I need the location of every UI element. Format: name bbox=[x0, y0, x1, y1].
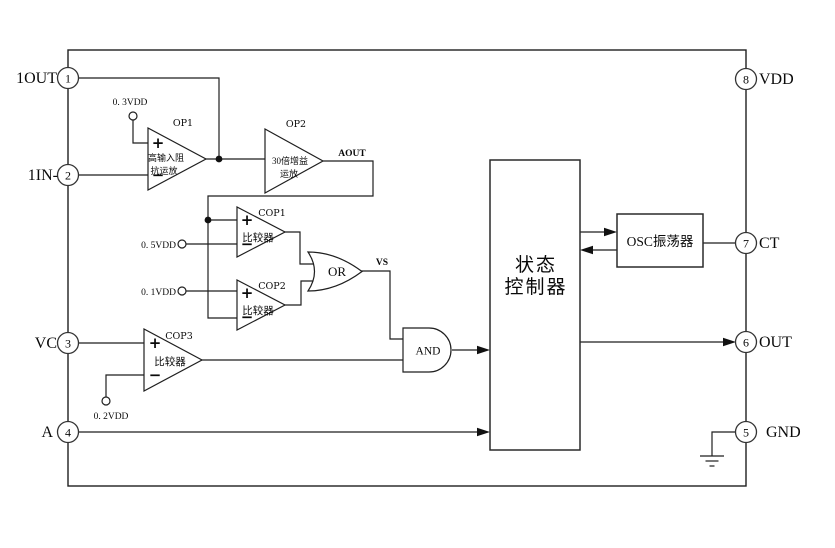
cop1-triangle bbox=[236, 206, 287, 258]
op2-desc-line1: 30倍增益 bbox=[272, 155, 308, 166]
cop2-name: COP2 bbox=[258, 281, 286, 292]
pin-4-circle bbox=[56, 420, 80, 444]
pin-out-label: OUT bbox=[759, 334, 792, 351]
pin-vdd-label: VDD bbox=[759, 71, 794, 88]
state-controller-box bbox=[489, 159, 581, 451]
wire-vref02-to-cop3 bbox=[105, 374, 145, 397]
vref05-label: 0. 5VDD bbox=[141, 241, 176, 251]
and-gate-shape bbox=[402, 327, 452, 373]
pin-5-circle bbox=[734, 420, 758, 444]
and-gate-label: AND bbox=[416, 346, 441, 358]
arrowheads bbox=[477, 227, 736, 437]
nodes bbox=[101, 111, 724, 467]
pin-6-number: 6 bbox=[743, 336, 749, 350]
wire-vref03-to-op1 bbox=[132, 120, 149, 144]
junction-dot-aout bbox=[204, 216, 212, 224]
op2-name: OP2 bbox=[286, 119, 306, 130]
ic-package-outline bbox=[67, 49, 747, 487]
pin-3-circle bbox=[56, 331, 80, 355]
arrow-osc-to-state-icon bbox=[580, 245, 593, 255]
op1-plus-icon: + bbox=[152, 134, 165, 152]
oscillator-label: OSC振荡器 bbox=[627, 234, 694, 249]
cop1-minus-icon: − bbox=[241, 235, 254, 253]
junction-dot-op1-out bbox=[215, 155, 223, 163]
pin-6-circle bbox=[734, 330, 758, 354]
cop2-minus-icon: − bbox=[241, 308, 254, 326]
vref01-label: 0. 1VDD bbox=[141, 288, 176, 298]
op1-desc-line1: 高输入阻 bbox=[148, 152, 184, 163]
cop3-plus-icon: + bbox=[149, 334, 162, 352]
cop3-desc: 比较器 bbox=[154, 355, 186, 368]
cop1-desc: 比较器 bbox=[242, 231, 274, 244]
pin-1-circle bbox=[56, 66, 80, 90]
vref02-terminal bbox=[101, 396, 111, 406]
vref03-label: 0. 3VDD bbox=[113, 98, 148, 108]
pin-2-number: 2 bbox=[65, 169, 71, 183]
pin-2-circle bbox=[56, 163, 80, 187]
ground-symbol-icon bbox=[700, 455, 724, 467]
cop2-plus-icon: + bbox=[241, 284, 254, 302]
vref05-terminal bbox=[177, 239, 187, 249]
state-controller-line1: 状态 bbox=[515, 254, 557, 276]
cop3-minus-icon: − bbox=[149, 366, 162, 384]
wire-cop2-to-or bbox=[284, 280, 315, 306]
arrow-and-to-state-icon bbox=[477, 345, 490, 355]
cop3-triangle bbox=[143, 327, 204, 393]
components bbox=[143, 126, 704, 451]
arrow-state-to-out-icon bbox=[723, 337, 736, 347]
pin-a-label: A bbox=[41, 424, 53, 441]
oscillator-box bbox=[616, 213, 704, 268]
or-gate-label: OR bbox=[328, 264, 346, 279]
pin-8-number: 8 bbox=[743, 73, 749, 87]
vref02-label: 0. 2VDD bbox=[94, 412, 129, 422]
cop2-triangle bbox=[236, 279, 287, 331]
cop1-name: COP1 bbox=[258, 208, 286, 219]
pin-8-circle bbox=[734, 67, 758, 91]
wire-1out-feedback bbox=[78, 77, 220, 159]
op1-triangle bbox=[147, 126, 208, 192]
wire-aout-net bbox=[207, 160, 374, 319]
pin-gnd-label: GND bbox=[766, 424, 801, 441]
vref03-terminal bbox=[128, 111, 138, 121]
pin-vc-label: VC bbox=[35, 335, 57, 352]
pin-4-number: 4 bbox=[65, 426, 71, 440]
arrow-a-to-state-icon bbox=[477, 427, 490, 437]
arrow-state-to-osc-icon bbox=[604, 227, 617, 237]
pin-3-number: 3 bbox=[65, 337, 71, 351]
net-aout-label: AOUT bbox=[338, 149, 366, 159]
pin-7-number: 7 bbox=[743, 237, 749, 251]
op1-desc-line2: 抗运放 bbox=[150, 165, 177, 176]
pin-7-circle bbox=[734, 231, 758, 255]
op1-name: OP1 bbox=[173, 118, 193, 129]
pins bbox=[56, 66, 758, 444]
labels: 1 2 3 4 8 7 6 5 1OUT 1IN- VC A VDD CT OU… bbox=[16, 70, 801, 441]
pin-1-number: 1 bbox=[65, 72, 71, 86]
op2-desc-line2: 运放 bbox=[280, 168, 298, 179]
vref01-terminal bbox=[177, 286, 187, 296]
cop2-desc: 比较器 bbox=[242, 304, 274, 317]
wires bbox=[67, 49, 747, 487]
cop1-plus-icon: + bbox=[241, 211, 254, 229]
or-gate-shape bbox=[306, 251, 364, 292]
wire-cop1-to-or bbox=[284, 231, 315, 265]
pin-1in-label: 1IN- bbox=[28, 167, 58, 184]
wire-gnd-pin-to-ground bbox=[711, 431, 736, 456]
op2-triangle bbox=[264, 127, 325, 195]
pin-1out-label: 1OUT bbox=[16, 70, 57, 87]
pin-5-number: 5 bbox=[743, 426, 749, 440]
op1-minus-icon: − bbox=[152, 166, 165, 184]
pin-ct-label: CT bbox=[759, 235, 780, 252]
net-vs-label: VS bbox=[376, 258, 388, 268]
cop3-name: COP3 bbox=[165, 331, 193, 342]
state-controller-line2: 控制器 bbox=[504, 276, 567, 298]
wire-vs-to-and bbox=[361, 270, 404, 340]
